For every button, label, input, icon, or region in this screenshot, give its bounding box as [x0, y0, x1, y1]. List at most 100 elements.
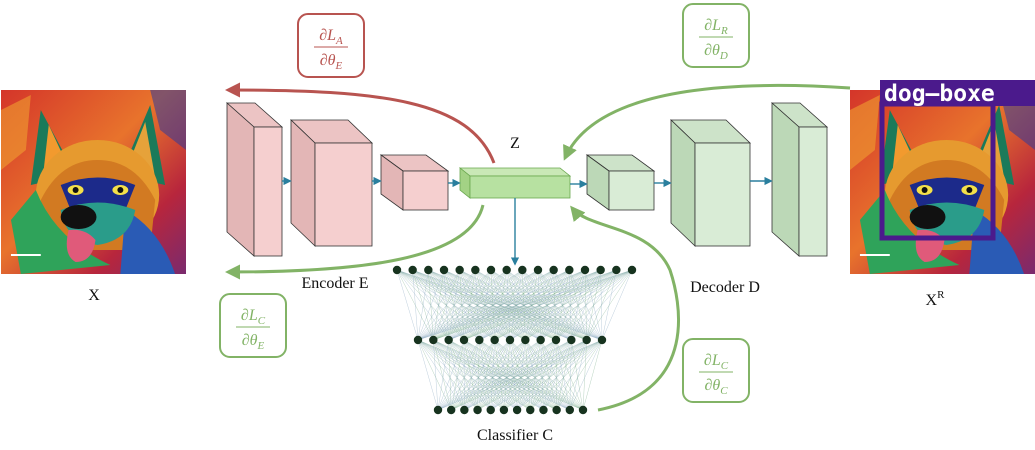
classifier-edge	[543, 339, 603, 411]
classifier-node-layer-3	[486, 405, 495, 415]
classifier-edge	[556, 339, 603, 411]
classifier-edge	[417, 269, 429, 341]
classifier-node-layer-2	[490, 335, 499, 345]
classifier-edge	[417, 339, 465, 411]
classifier-edge	[437, 339, 449, 411]
classifier-edge	[490, 339, 511, 411]
classifier-node-layer-2	[444, 335, 453, 345]
classifier-edge	[433, 339, 491, 411]
classifier-edge	[417, 269, 460, 341]
classifier-edge	[417, 269, 523, 341]
classifier-edge	[437, 339, 480, 411]
classifier-edge	[477, 339, 557, 411]
gradient-box-classifier-encoder: ∂LC ∂θE	[219, 293, 287, 358]
classifier-encoder-gradient-arrow	[225, 204, 485, 280]
classifier-node-layer-2	[567, 335, 576, 345]
classifier-edge	[479, 339, 491, 411]
classifier-node-layer-1	[533, 265, 543, 275]
classifier-edge	[417, 269, 617, 341]
classifier-edge	[464, 339, 511, 411]
latent-label: Z	[510, 135, 520, 152]
classifier-edge	[509, 269, 633, 341]
classifier-edge	[448, 339, 491, 411]
classifier-edge	[525, 339, 544, 411]
classifier-edge	[477, 339, 541, 411]
classifier-edge	[417, 269, 633, 341]
classifier-edge	[479, 339, 505, 411]
classifier-edge	[464, 339, 557, 411]
classifier-edge	[477, 339, 526, 411]
classifier-node-layer-3	[433, 405, 443, 415]
classifier-edge	[451, 339, 526, 411]
classifier-edge	[464, 339, 480, 411]
classifier-edge	[540, 269, 633, 341]
classifier-node-layer-2	[429, 335, 438, 345]
classifier-edge	[494, 339, 505, 411]
classifier-edge	[477, 339, 495, 411]
classifier-edge	[569, 339, 603, 411]
svg-text:∂θE: ∂θE	[242, 332, 265, 352]
classifier-edge	[571, 339, 584, 411]
classifier-edge	[479, 269, 633, 341]
classifier-edge	[477, 339, 480, 411]
decoder-block-1	[585, 154, 656, 211]
classifier-edge	[494, 269, 633, 341]
classifier-edge	[448, 339, 505, 411]
classifier-edge	[417, 339, 439, 411]
classifier-edge	[417, 269, 507, 341]
classifier-edge	[451, 339, 603, 411]
encoder-block-2	[290, 119, 373, 247]
classifier-edge	[450, 339, 480, 411]
classifier-edge	[555, 339, 571, 411]
classifier-node-layer-2	[582, 335, 591, 345]
classifier-edge	[417, 339, 518, 411]
classifier-node-layer-3	[446, 405, 456, 415]
classifier-edge	[490, 339, 541, 411]
classifier-edge	[433, 339, 452, 411]
classifier-edge	[464, 339, 526, 411]
classifier-edge	[450, 339, 511, 411]
classifier-edge	[530, 339, 603, 411]
classifier-node-layer-1	[392, 265, 402, 275]
classifier-node-layer-1	[565, 265, 574, 275]
classifier-edge	[417, 339, 505, 411]
classifier-edge	[494, 339, 518, 411]
classifier-edge	[503, 339, 511, 411]
classifier-edge	[433, 339, 439, 411]
classifier-edge	[490, 339, 603, 411]
gradient-box-reconstruction: ∂LR ∂θD	[682, 3, 750, 68]
decoder-block-2	[670, 119, 751, 247]
gradient-box-classifier: ∂LC ∂θC	[682, 338, 750, 403]
input-image	[1, 90, 186, 274]
classifier-node-layer-3	[539, 405, 548, 415]
classifier-edge	[417, 269, 554, 341]
classifier-edge	[463, 339, 478, 411]
classifier-edge	[464, 339, 495, 411]
classifier-node-layer-1	[455, 265, 464, 275]
classifier-edge	[417, 339, 478, 411]
classifier-edge	[417, 339, 491, 411]
classifier-edge	[490, 339, 557, 411]
classifier-gradient-arrow	[570, 205, 681, 412]
classifier-edge	[463, 339, 491, 411]
classifier-edge	[417, 269, 539, 341]
classifier-edge	[516, 339, 603, 411]
classifier-node-layer-1	[627, 265, 637, 275]
svg-text:∂θD: ∂θD	[704, 42, 728, 62]
classifier-node-layer-1	[596, 265, 605, 275]
classifier-edge	[451, 339, 557, 411]
classifier-edge	[448, 339, 478, 411]
classifier-edge	[490, 339, 587, 411]
encoder-label: Encoder E	[301, 275, 368, 292]
classifier-edge	[437, 339, 572, 411]
classifier-node-layer-3	[473, 405, 482, 415]
decoder-label: Decoder D	[690, 279, 760, 296]
classifier-node-layer-3	[460, 405, 469, 415]
classifier-edge	[477, 339, 511, 411]
classifier-edge	[437, 339, 603, 411]
classifier-node-layer-1	[408, 265, 417, 275]
classifier-edge	[417, 339, 452, 411]
svg-text:∂θE: ∂θE	[320, 52, 343, 72]
classifier-edge	[477, 339, 603, 411]
classifier-edge	[571, 269, 633, 341]
